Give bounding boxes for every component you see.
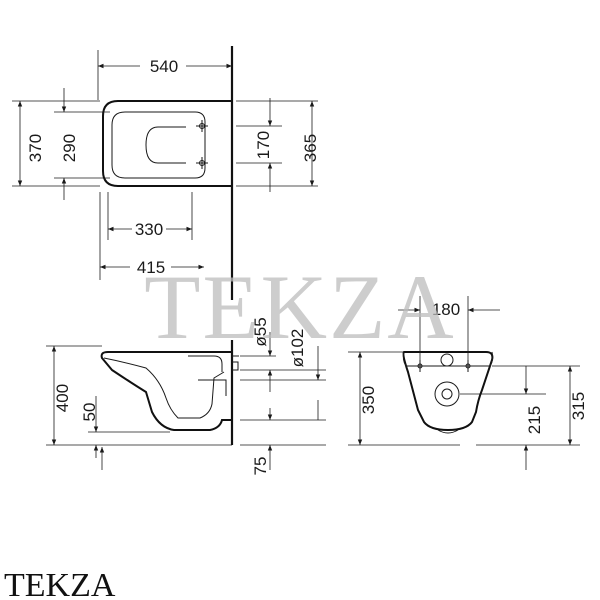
top-view: 540 370 290 170 365 330 415	[12, 46, 320, 445]
dim-side-fifty: 50	[80, 403, 99, 422]
brand-logo: TEKZA	[4, 567, 116, 600]
dim-seat-width: 330	[135, 220, 163, 239]
dim-fix-width: 415	[137, 258, 165, 277]
dim-outer-depth: 370	[26, 134, 45, 162]
bowl-inner-side	[103, 357, 225, 419]
outlet-pipe-circle	[434, 381, 460, 407]
watermark-text: TEKZA	[144, 256, 455, 358]
front-view: 180 350 215 315	[348, 296, 588, 470]
fixing-hole-upper	[196, 120, 208, 132]
dim-side-below: 75	[251, 457, 270, 476]
dim-front-width: 180	[432, 300, 460, 319]
dim-hole-spacing: 170	[254, 131, 273, 159]
bowl-outline-top	[102, 100, 232, 187]
dim-pipe-large: ø102	[288, 329, 307, 368]
dim-side-height: 400	[53, 384, 72, 412]
fixing-hole-lower	[196, 157, 208, 169]
bowl-outline-side	[100, 351, 232, 431]
dim-depth-right: 365	[301, 134, 320, 162]
seat-hinge-outline	[145, 126, 186, 164]
dim-pipe-small: ø55	[251, 317, 270, 346]
seat-opening	[111, 111, 206, 179]
dim-front-right: 315	[569, 392, 588, 420]
dim-inner-depth: 290	[60, 134, 79, 162]
side-view: 400 50 ø55 ø102 75	[46, 317, 326, 475]
dim-top-width: 540	[150, 57, 178, 76]
bowl-outline-front	[402, 351, 494, 432]
dim-front-height: 350	[359, 386, 378, 414]
dim-front-mid: 215	[525, 406, 544, 434]
front-fixing-right	[462, 360, 474, 372]
